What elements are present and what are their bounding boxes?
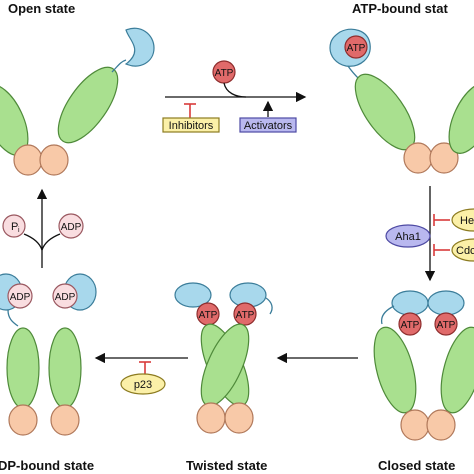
inhibitors-box (162, 117, 220, 133)
atp-molecule (344, 35, 368, 59)
n-terminal-domain (124, 27, 155, 67)
p23-label: p23 (134, 379, 152, 391)
p23-oval (120, 373, 166, 395)
middle-domain (373, 326, 417, 414)
twisted-to-adp-arrow: p23 (94, 352, 188, 395)
linker (265, 297, 273, 315)
c-terminal-domain (224, 402, 254, 434)
inhibitors-label: Inhibitors (169, 120, 214, 132)
linker (111, 59, 127, 73)
c-terminal-domain (8, 404, 38, 436)
atp-molecule (398, 312, 422, 336)
middle-domain (57, 66, 119, 144)
atp-bound-dimer: ATP (329, 28, 474, 174)
c-terminal-domain (400, 409, 430, 441)
c-terminal-domain (426, 409, 456, 441)
adp-molecule (52, 283, 78, 309)
atp-to-closed-arrow: Aha1 He Cdc (385, 186, 474, 282)
open-state-title: Open state (8, 1, 75, 16)
atp-label: ATP (347, 43, 366, 54)
atp-label: ATP (215, 68, 234, 79)
c-terminal-domain (429, 142, 459, 174)
n-terminal-domain (391, 290, 429, 316)
atp-label: ATP (199, 310, 218, 321)
closed-state-title: Closed state (378, 458, 455, 473)
atp-molecule (434, 312, 458, 336)
open-to-atp-arrow: ATP Inhibitors Activators (162, 60, 307, 133)
atp-label: ATP (437, 320, 456, 331)
twisted-dimer: ATP ATP (174, 282, 273, 434)
middle-domain (6, 327, 40, 409)
adp-bound-state-title: DP-bound state (0, 458, 94, 473)
adp-molecule (58, 213, 84, 239)
aha1-label: Aha1 (395, 231, 421, 243)
twisted-state-title: Twisted state (186, 458, 267, 473)
pi-label: P (11, 221, 18, 233)
adp-label: ADP (55, 292, 76, 303)
cdc-label: Cdc (456, 245, 474, 257)
he-label: He (460, 215, 474, 227)
aha1-oval (385, 224, 431, 248)
adp-bound-dimer: ADP ADP (0, 273, 97, 436)
activators-box (239, 117, 297, 133)
middle-domain (48, 327, 82, 409)
c-terminal-domain (196, 402, 226, 434)
linker (380, 305, 395, 325)
pi-molecule (2, 214, 26, 238)
open-state-dimer (0, 27, 155, 176)
c-terminal-domain (50, 404, 80, 436)
activators-label: Activators (244, 120, 293, 132)
pi-subscript: i (18, 227, 20, 234)
he-oval (451, 208, 474, 232)
cdc-oval (451, 238, 474, 262)
c-terminal-domain (39, 144, 69, 176)
atp-label: ATP (236, 310, 255, 321)
atp-label: ATP (401, 320, 420, 331)
linker (7, 309, 19, 327)
c-terminal-domain (13, 144, 43, 176)
middle-domain (440, 326, 474, 414)
adp-to-open-arrow: P i ADP (2, 188, 84, 268)
n-terminal-domain (427, 290, 465, 316)
c-terminal-domain (403, 142, 433, 174)
atp-molecule (233, 302, 257, 326)
closed-dimer: ATP ATP (373, 290, 474, 441)
atp-bound-state-title: ATP-bound stat (352, 1, 448, 16)
n-terminal-domain (174, 282, 212, 308)
adp-molecule (7, 283, 33, 309)
adp-label: ADP (61, 222, 82, 233)
middle-domain (448, 82, 474, 154)
adp-label: ADP (10, 292, 31, 303)
